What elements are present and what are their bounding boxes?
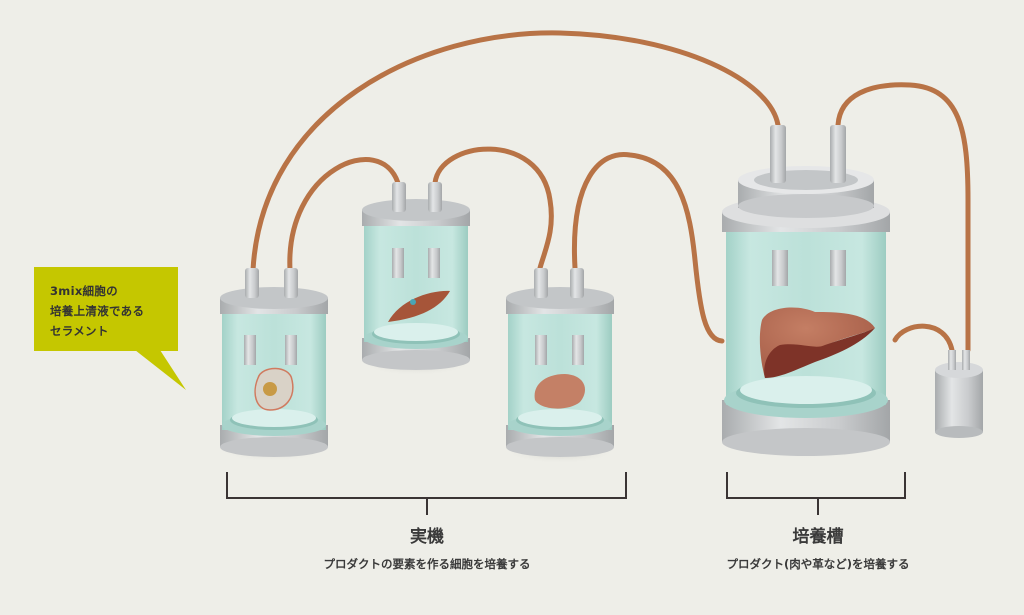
vessel-1 <box>214 268 330 462</box>
callout-box <box>34 267 178 351</box>
tube-tank-reservoir <box>892 323 955 353</box>
tube-v3-tank <box>571 151 725 344</box>
tube-v1-v2 <box>287 157 401 273</box>
vessel-2 <box>358 182 474 376</box>
tube-tank-out <box>835 82 971 353</box>
vessel-3 <box>502 268 618 464</box>
group-desc-jikki: プロダクトの要素を作る細胞を培養する <box>323 557 531 571</box>
brackets <box>226 472 906 515</box>
cell-nucleus <box>263 382 277 396</box>
tube-v2-v3 <box>432 146 554 271</box>
group-title-jikki: 実機 <box>410 527 444 547</box>
spindle-cell-nucleus <box>410 299 416 305</box>
group-desc-culture-tank: プロダクト(肉や革など)を培養する <box>726 557 910 571</box>
spindle-cell-shape <box>388 290 450 322</box>
liver-shape <box>759 307 875 378</box>
callout-line: 培養上清液である <box>50 304 145 318</box>
callout-line: セラメント <box>50 324 109 338</box>
bracket-jikki <box>226 472 627 515</box>
callout-pointer <box>135 350 186 390</box>
bracket-culture-tank <box>726 472 906 515</box>
tube-main-loop <box>250 30 781 273</box>
culture-tank <box>716 125 900 460</box>
tubes <box>250 30 971 353</box>
small-reservoir <box>935 350 983 438</box>
callout-text: 3mix細胞の 培養上清液である セラメント <box>50 281 144 341</box>
callout-line: 3mix細胞の <box>50 284 118 298</box>
group-title-culture-tank: 培養槽 <box>792 527 844 547</box>
tissue-shape <box>534 374 585 409</box>
